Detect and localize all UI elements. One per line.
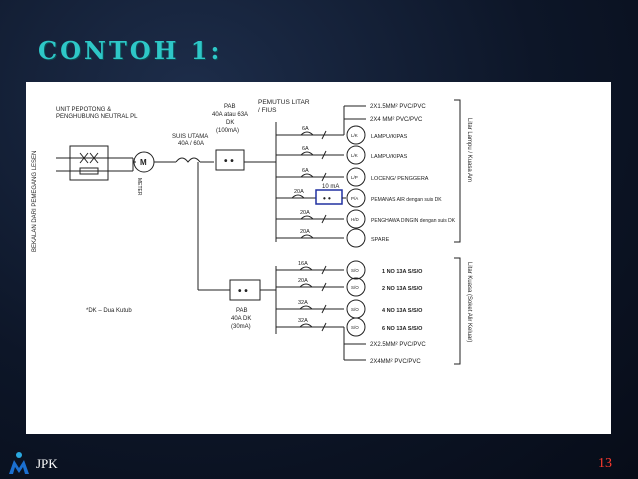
upper-cable-2: 2X4 MM² PVC/PVC <box>370 117 423 123</box>
load-label: 6 NO 13A S/S/O <box>382 326 423 332</box>
load-label: 2 NO 13A S/S/O <box>382 286 423 292</box>
diagram-panel: BEKALAN DARI PEMEGANG LESEN UNIT PEPOTON… <box>26 82 611 434</box>
fuse-rating: 20A <box>300 210 310 216</box>
load-symbol: L/P <box>351 175 358 180</box>
fuse-rating: 6A <box>302 168 309 174</box>
page-number: 13 <box>598 456 612 471</box>
load-label: SPARE <box>371 237 390 243</box>
load-label: PENGHAWA DINGIN dengan suis DK <box>371 218 456 224</box>
pab-top-dots: • • <box>224 156 234 167</box>
neutral-link <box>79 167 99 175</box>
fuse-rating: 32A <box>298 318 308 324</box>
pemutus-label-2: / FIUS <box>258 107 277 114</box>
load-symbol: P/A <box>351 196 358 201</box>
lower-bracket <box>454 257 461 365</box>
fuse-rating: 20A <box>298 278 308 284</box>
load-symbol: S/O <box>351 307 359 312</box>
load-label: LAMPU/KIPAS <box>371 134 408 140</box>
fuse-rating: 20A <box>300 229 310 235</box>
fuse-rating: 32A <box>298 300 308 306</box>
cutout-symbol <box>79 152 99 164</box>
unit-label-1: UNIT PEPOTONG & <box>56 107 111 113</box>
main-switch-symbol <box>175 157 201 163</box>
main-switch-label-1: SUIS UTAMA <box>172 134 208 140</box>
load-symbol: S/O <box>351 285 359 290</box>
main-switch-label-2: 40A / 60A <box>178 141 204 147</box>
fuse-rating: 16A <box>298 261 308 267</box>
upper-bracket <box>454 99 461 243</box>
rccb-10ma-label: 10 mA <box>322 184 339 190</box>
pab-top-label-3: DK <box>226 120 234 126</box>
load-label: 4 NO 13A S/S/O <box>382 308 423 314</box>
lower-circuits <box>276 260 366 361</box>
load-symbol: L/K <box>351 133 358 138</box>
pemutus-label-1: PEMUTUS LITAR <box>258 99 310 106</box>
pab-top-label-4: (100mA) <box>216 128 239 134</box>
upper-group-label: Litar Lampu / Kuasa Am <box>466 118 472 182</box>
upper-circuits <box>276 105 366 248</box>
pab-top-label-1: PAB <box>224 104 236 110</box>
load-label: LAMPU/KIPAS <box>371 154 408 160</box>
load-symbol: S/O <box>351 325 359 330</box>
meter-symbol: M <box>140 158 147 167</box>
lower-group-label: Litar Kuasa (Soket Alir Keluar) <box>466 262 472 342</box>
fuse-rating: 6A <box>302 126 309 132</box>
upper-cable-1: 2X1.5MM² PVC/PVC <box>370 104 426 110</box>
pab-bottom-label-2: 40A DK <box>231 316 251 322</box>
unit-label-2: PENGHUBUNG NEUTRAL PL <box>56 114 138 120</box>
load-label: PEMANAS AIR dengan suis DK <box>371 197 442 203</box>
wiring-diagram: BEKALAN DARI PEMEGANG LESEN UNIT PEPOTON… <box>32 99 472 365</box>
lower-cable-1: 2X2.5MM² PVC/PVC <box>370 342 426 348</box>
meter-label: METER <box>136 178 142 196</box>
pab-top-label-2: 40A atau 63A <box>212 112 248 118</box>
dk-note: *DK – Dua Kutub <box>86 308 132 314</box>
footer-organization: JPK <box>36 456 58 471</box>
load-label: 1 NO 13A S/S/O <box>382 269 423 275</box>
pab-bottom-label-3: (30mA) <box>231 324 251 330</box>
load-symbol: L/K <box>351 153 358 158</box>
load-label: LOCENG/ PENGGERA <box>371 176 429 182</box>
rccb-10ma-box <box>315 189 343 205</box>
rccb-10ma-dots: • • <box>323 194 331 203</box>
fuse-rating: 20A <box>294 189 304 195</box>
lower-cable-2: 2X4MM² PVC/PVC <box>370 359 421 365</box>
slide-title: CONTOH 1: <box>38 36 223 65</box>
load-symbol: H/D <box>351 217 360 222</box>
pab-top-box <box>215 149 245 171</box>
jpk-logo-icon <box>9 452 29 474</box>
supply-vertical-label: BEKALAN DARI PEMEGANG LESEN <box>32 151 38 252</box>
cutout-box <box>69 145 109 181</box>
fuse-rating: 6A <box>302 146 309 152</box>
load-symbol: S/O <box>351 268 359 273</box>
pab-bottom-dots: • • <box>238 286 248 297</box>
pab-bottom-label-1: PAB <box>236 308 248 314</box>
